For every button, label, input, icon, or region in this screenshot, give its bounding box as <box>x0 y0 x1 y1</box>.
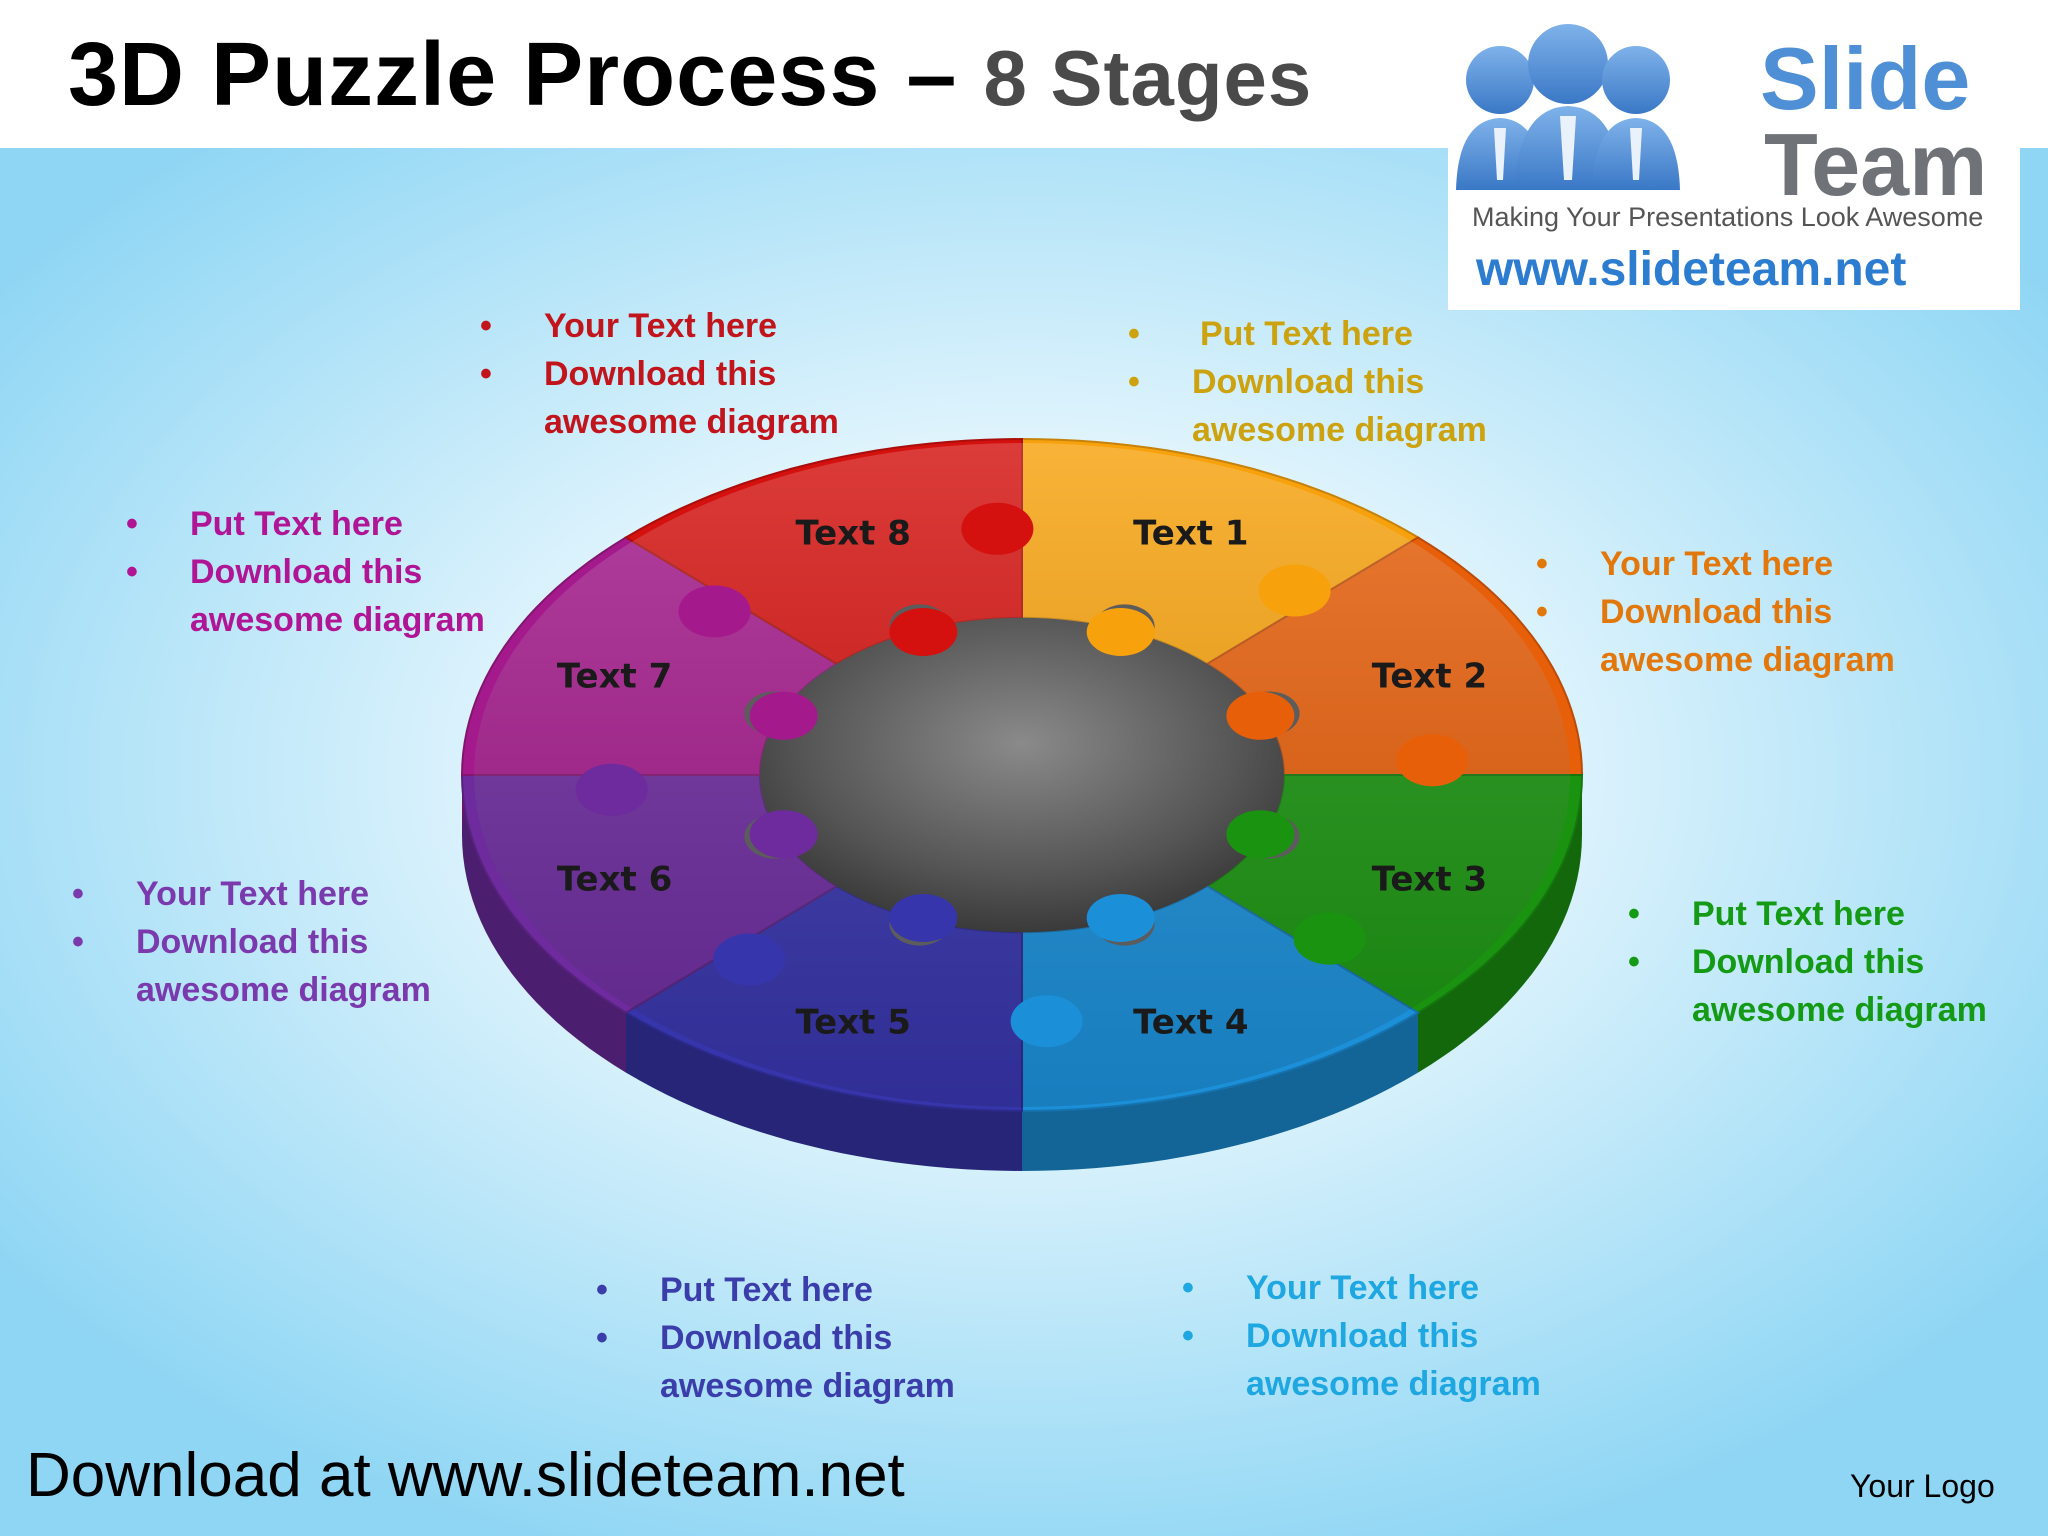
note-5-line-3: awesome diagram <box>660 1367 955 1405</box>
note-7-bullet-1: Put Text here <box>126 500 485 548</box>
note-1-line-3: awesome diagram <box>1192 411 1487 449</box>
note-5-bullet-2: Download this <box>596 1314 955 1362</box>
logo-tagline: Making Your Presentations Look Awesome <box>1472 202 1984 232</box>
piece-1-side-knob <box>1258 564 1331 617</box>
note-4-line-3: awesome diagram <box>1246 1365 1541 1403</box>
note-text-8: Your Text here Download this awesome dia… <box>480 302 839 446</box>
piece-2-label: Text 2 <box>1372 657 1487 697</box>
note-text-1: Put Text here Download this awesome diag… <box>1128 310 1487 454</box>
note-1-bullet-1: Put Text here <box>1128 310 1487 358</box>
note-4-bullet-1: Your Text here <box>1182 1264 1541 1312</box>
piece-6-inner-knob <box>749 810 818 859</box>
note-7-line-3: awesome diagram <box>190 601 485 639</box>
note-6-bullet-1: Your Text here <box>72 870 431 918</box>
people-icon <box>1456 24 1680 190</box>
note-text-7: Put Text here Download this awesome diag… <box>126 500 485 644</box>
piece-5-inner-knob <box>889 894 958 942</box>
title-sub: 8 Stages <box>983 34 1313 122</box>
piece-1-label: Text 1 <box>1133 514 1248 554</box>
note-2-bullet-2: Download this <box>1536 588 1895 636</box>
piece-3-side-knob <box>1293 912 1366 965</box>
puzzle-knobs <box>575 502 1469 1048</box>
slide-title: 3D Puzzle Process – 8 Stages <box>68 24 1312 127</box>
piece-5-label: Text 5 <box>795 1003 910 1043</box>
note-text-4: Your Text here Download this awesome dia… <box>1182 1264 1541 1408</box>
piece-6-side-knob <box>575 763 648 816</box>
title-main: 3D Puzzle Process – <box>68 25 958 125</box>
footer-download-text: Download at www.slideteam.net <box>26 1441 905 1510</box>
piece-6-label: Text 6 <box>557 859 672 899</box>
piece-4-inner-knob <box>1086 894 1155 942</box>
logo-word-team: Team <box>1764 115 1988 214</box>
piece-2-inner-knob <box>1226 691 1295 740</box>
piece-7-side-knob <box>678 585 751 638</box>
piece-8-label: Text 8 <box>795 514 910 554</box>
note-8-bullet-2: Download this <box>480 350 839 398</box>
slideteam-logo: Slide Team Making Your Presentations Loo… <box>1448 20 2020 310</box>
note-6-bullet-2: Download this <box>72 918 431 966</box>
hub-disc <box>760 617 1284 933</box>
note-3-bullet-2: Download this <box>1628 938 1987 986</box>
piece-5-side-knob <box>713 933 786 986</box>
note-text-3: Put Text here Download this awesome diag… <box>1628 890 1987 1034</box>
note-text-6: Your Text here Download this awesome dia… <box>72 870 431 1014</box>
note-text-2: Your Text here Download this awesome dia… <box>1536 540 1895 684</box>
note-3-line-3: awesome diagram <box>1692 991 1987 1029</box>
piece-3-inner-knob <box>1226 810 1295 859</box>
piece-7-inner-knob <box>749 691 818 740</box>
piece-2-side-knob <box>1396 734 1469 787</box>
note-4-bullet-2: Download this <box>1182 1312 1541 1360</box>
piece-7-label: Text 7 <box>557 657 672 697</box>
note-3-bullet-1: Put Text here <box>1628 890 1987 938</box>
piece-3-label: Text 3 <box>1372 859 1487 899</box>
piece-8-inner-knob <box>889 608 958 656</box>
note-7-bullet-2: Download this <box>126 548 485 596</box>
note-6-line-3: awesome diagram <box>136 971 431 1009</box>
note-1-bullet-2: Download this <box>1128 358 1487 406</box>
piece-labels: Text 1 Text 2 Text 3 Text 4 Text 5 Text 6 Text… <box>557 514 1487 1043</box>
note-5-bullet-1: Put Text here <box>596 1266 955 1314</box>
logo-placeholder: Your Logo <box>1850 1468 1995 1504</box>
note-text-5: Put Text here Download this awesome diag… <box>596 1266 955 1410</box>
logo-url: www.slideteam.net <box>1476 243 1907 296</box>
piece-4-side-knob <box>1010 995 1083 1048</box>
note-2-bullet-1: Your Text here <box>1536 540 1895 588</box>
logo-word-slide: Slide <box>1760 29 1971 128</box>
note-8-bullet-1: Your Text here <box>480 302 839 350</box>
piece-4-label: Text 4 <box>1133 1003 1248 1043</box>
piece-1-inner-knob <box>1086 608 1155 656</box>
note-2-line-3: awesome diagram <box>1600 641 1895 679</box>
note-8-line-3: awesome diagram <box>544 403 839 441</box>
piece-8-side-knob <box>961 502 1034 555</box>
